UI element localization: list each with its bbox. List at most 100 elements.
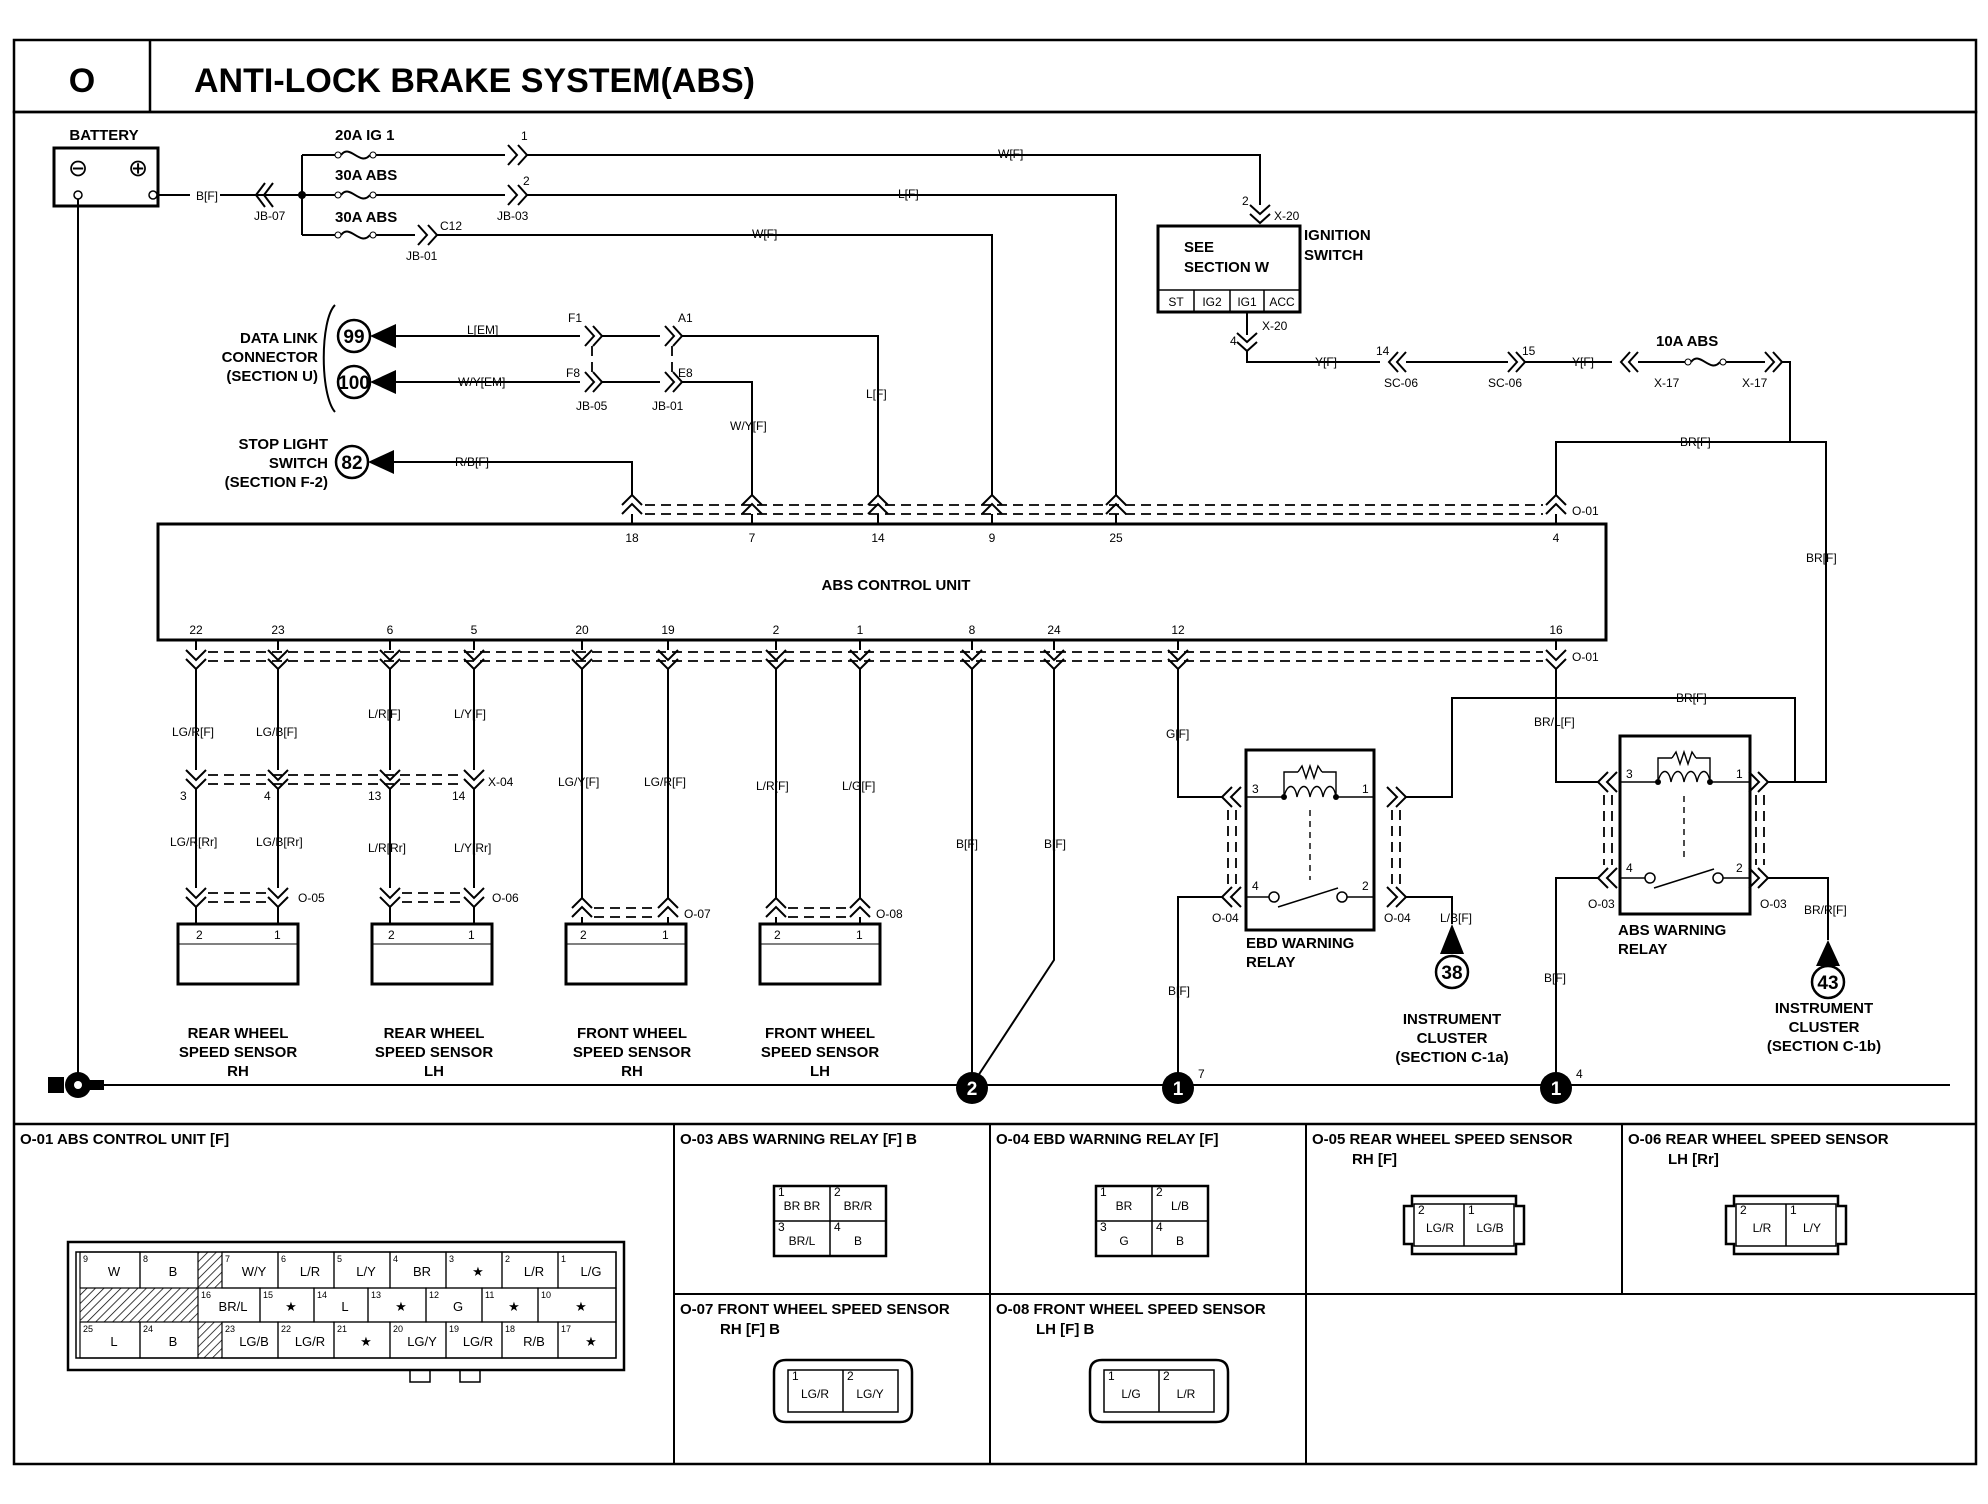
o01-pin-number: 11 (485, 1290, 494, 1300)
connector-label: X-17 (1742, 376, 1768, 390)
pin-number: 15 (1522, 344, 1536, 358)
o01-pin-number: 9 (83, 1254, 88, 1264)
wire-label: BR[F] (1806, 551, 1837, 565)
o01-pin-number: 21 (337, 1324, 347, 1334)
o01-pin-wire: ★ (285, 1299, 297, 1314)
dlc-label: CONNECTOR (222, 349, 319, 366)
connector-label: X-04 (488, 775, 514, 789)
svg-text:1: 1 (792, 1369, 799, 1383)
connector-label: E8 (678, 366, 693, 380)
o01-connector-title: O-01 ABS CONTROL UNIT [F] (20, 1131, 229, 1148)
wire-label: L/R[F] (756, 779, 789, 793)
sensor-label: SPEED SENSOR (761, 1044, 880, 1061)
ground-pin: 4 (1576, 1067, 1583, 1081)
pin-number: 25 (1109, 531, 1123, 545)
pin-number: 1 (274, 928, 281, 942)
wire-label: LG/R[F] (172, 725, 214, 739)
connector-label: C12 (440, 219, 462, 233)
connector-label: JB-01 (652, 399, 684, 413)
pin-number: 2 (580, 928, 587, 942)
wire-label: Y[F] (1315, 355, 1337, 369)
wire-label: W[F] (998, 147, 1023, 161)
ground-pin: 7 (1198, 1067, 1205, 1081)
x04-connector: X-04 3 4 13 14 (180, 769, 514, 803)
pin-number: 20 (575, 623, 589, 637)
chassis-ground-icon (48, 1072, 104, 1098)
fuse-label: 10A ABS (1656, 333, 1718, 350)
relay-label: ABS WARNING (1618, 922, 1726, 939)
wire-label: L/G[F] (842, 779, 875, 793)
o01-pin-wire: ★ (585, 1334, 597, 1349)
o01-pin-cell: 17 ★ (557, 1321, 617, 1359)
ignition-pin: ST (1168, 295, 1184, 309)
connector-label: O-04 (1212, 911, 1239, 925)
wire-label: L[F] (898, 187, 919, 201)
connector-label: SC-06 (1384, 376, 1418, 390)
pin-number: 4 (1626, 861, 1633, 875)
o01-pin-number: 20 (393, 1324, 403, 1334)
pin-number: 1 (856, 928, 863, 942)
wire-label: B[F] (196, 189, 218, 203)
svg-text:2: 2 (1418, 1203, 1425, 1217)
o01-pin-number: 1 (561, 1254, 566, 1264)
battery: BATTERY ⊖ ⊕ (52, 127, 160, 208)
connector-label: O-04 (1384, 911, 1411, 925)
o08-connector-sub: LH [F] B (1036, 1321, 1094, 1338)
pin-number: 19 (661, 623, 675, 637)
ignition-section: SECTION W (1184, 259, 1270, 276)
wire-label: LG/R[Rr] (170, 835, 217, 849)
pin-number: 7 (749, 531, 756, 545)
front-wheel-sensor-lh: 2 1 FRONT WHEEL SPEED SENSOR LH (758, 922, 882, 1080)
o01-pin-wire: L (110, 1334, 117, 1349)
ignition-switch: SEE SECTION W ST IG2 IG1 ACC IGNITION SW… (1156, 224, 1371, 314)
sensor-label: LH (810, 1063, 830, 1080)
ground-label: 2 (967, 1079, 978, 1100)
pin-number: 2 (196, 928, 203, 942)
connector-label: O-03 (1760, 897, 1787, 911)
o01-pin-wire: ★ (472, 1264, 484, 1279)
ignition-label: IGNITION (1304, 227, 1371, 244)
svg-text:2: 2 (1740, 1203, 1747, 1217)
connector-label: F1 (568, 311, 582, 325)
o08-connector-title: O-08 FRONT WHEEL SPEED SENSOR (996, 1301, 1266, 1318)
rear-wheel-sensor-lh: 2 1 REAR WHEEL SPEED SENSOR LH (370, 922, 494, 1080)
o01-top-connector: O-01 (621, 493, 1599, 524)
pin-number: 16 (1549, 623, 1563, 637)
pin-number: 9 (989, 531, 996, 545)
sensor-label: RH (621, 1063, 643, 1080)
wire-label: W[F] (752, 227, 777, 241)
wire-label: Y[F] (1572, 355, 1594, 369)
pin-number: 22 (189, 623, 203, 637)
ground-point-2 (956, 1072, 988, 1104)
cluster-label: INSTRUMENT (1403, 1011, 1501, 1028)
ground-point-1b (1540, 1072, 1572, 1104)
o01-pin-wire: L/Y (356, 1264, 376, 1279)
wire-label: L/B[F] (1440, 911, 1472, 925)
wire-label: B[F] (1044, 837, 1066, 851)
connector-label: F8 (566, 366, 580, 380)
cell-label: L/Y (1803, 1221, 1821, 1235)
o06-connector-sub: LH [Rr] (1668, 1151, 1719, 1168)
cell-label: BR (1116, 1199, 1133, 1213)
svg-text:3: 3 (778, 1220, 785, 1234)
abs-warning-relay: 3 1 4 2 ABS WARNING RELAY (1596, 734, 1770, 958)
connector-label: O-06 (492, 891, 519, 905)
o01-pin-number: 2 (505, 1254, 510, 1264)
o01-pin-number: 17 (561, 1324, 571, 1334)
wire-label: BR[F] (1676, 691, 1707, 705)
wire-label: L[F] (866, 387, 887, 401)
o01-pin-number: 6 (281, 1254, 286, 1264)
wire-label: W/Y[EM] (458, 375, 505, 389)
pin-number: 1 (468, 928, 475, 942)
o01-pin-number: 8 (143, 1254, 148, 1264)
stoplight-label: SWITCH (269, 455, 328, 472)
header: O ANTI-LOCK BRAKE SYSTEM(ABS) (12, 38, 1978, 114)
o01-pin-number: 13 (371, 1290, 381, 1300)
o07-connector-sub: RH [F] B (720, 1321, 780, 1338)
pin-number: 14 (452, 789, 466, 803)
o01-bottom-connector: O-01 (185, 640, 1599, 671)
o01-pin-cell: 8B (139, 1251, 199, 1289)
pin-number: 3 (1626, 767, 1633, 781)
